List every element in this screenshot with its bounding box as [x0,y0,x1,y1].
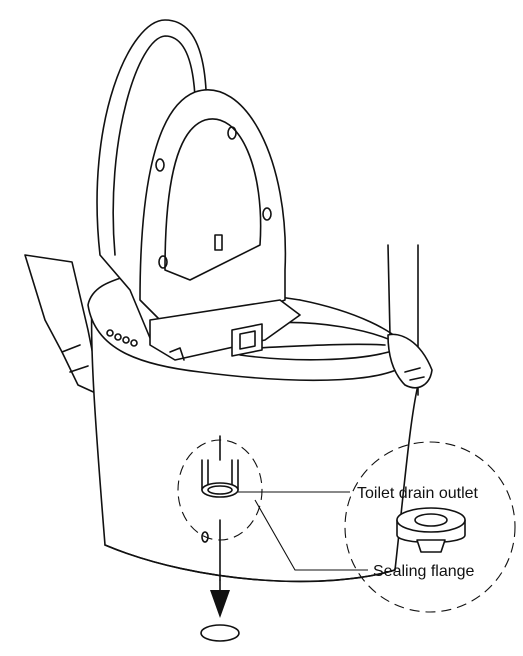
sealing-flange-label: Sealing flange [373,563,475,580]
callout-leaders [238,491,368,571]
right-hand [387,244,433,396]
down-arrow-icon [200,579,240,642]
drain-outlet-label: Toilet drain outlet [357,485,479,502]
drain-outlet-hidden [177,435,263,581]
detail-callout [344,441,516,613]
sealing-flange-icon [396,507,466,553]
left-hand [24,254,101,396]
side-control-buttons [106,329,138,347]
hinge-assembly [149,299,301,361]
toilet-seat [139,89,287,341]
